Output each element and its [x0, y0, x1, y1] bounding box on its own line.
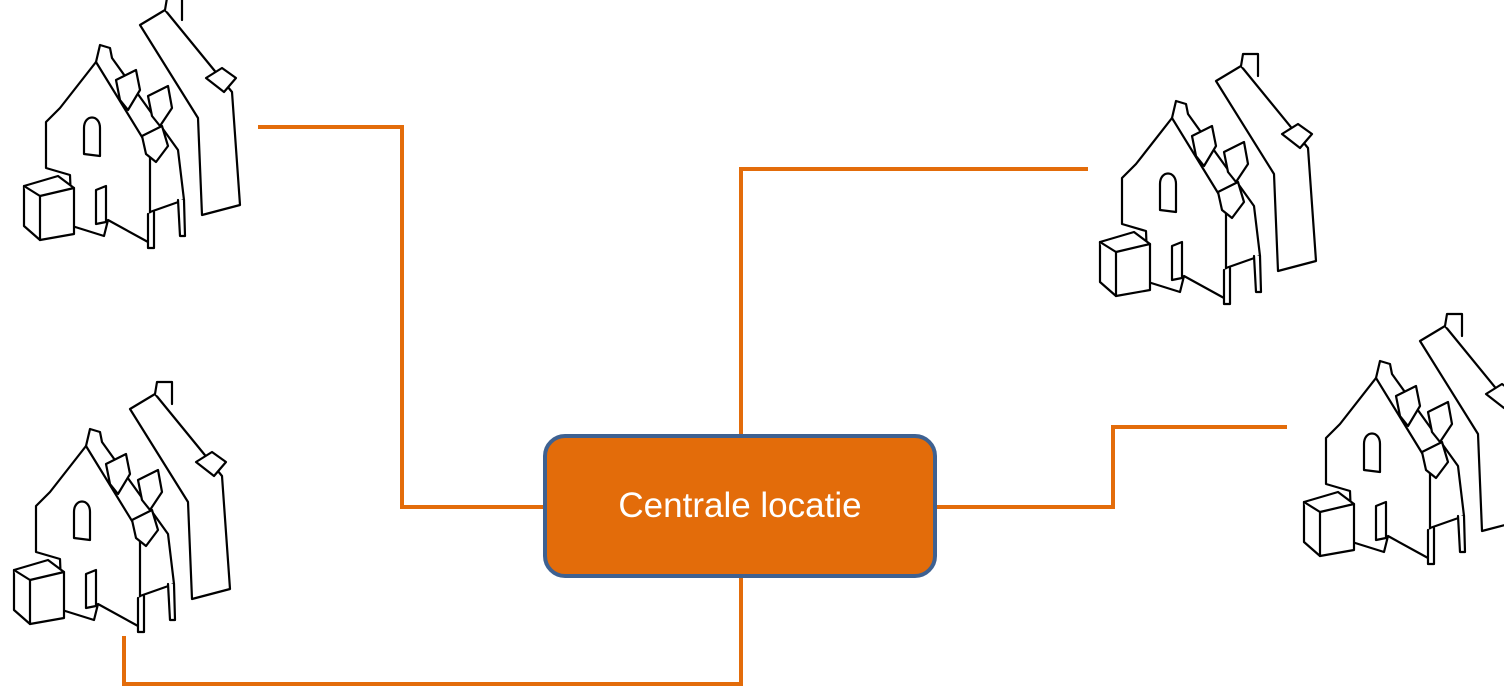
house-icon-bottom-left	[12, 380, 232, 634]
house-icon-top-left	[22, 0, 242, 250]
house-icon-middle-right	[1302, 312, 1504, 566]
connector-top-left	[258, 125, 543, 509]
connector-top-right	[739, 167, 1088, 434]
connector-middle-right	[937, 425, 1287, 509]
connector-bottom-left	[122, 578, 743, 686]
house-icon-top-right	[1098, 52, 1318, 306]
central-location-node: Centrale locatie	[543, 434, 937, 578]
central-location-label: Centrale locatie	[618, 486, 862, 525]
